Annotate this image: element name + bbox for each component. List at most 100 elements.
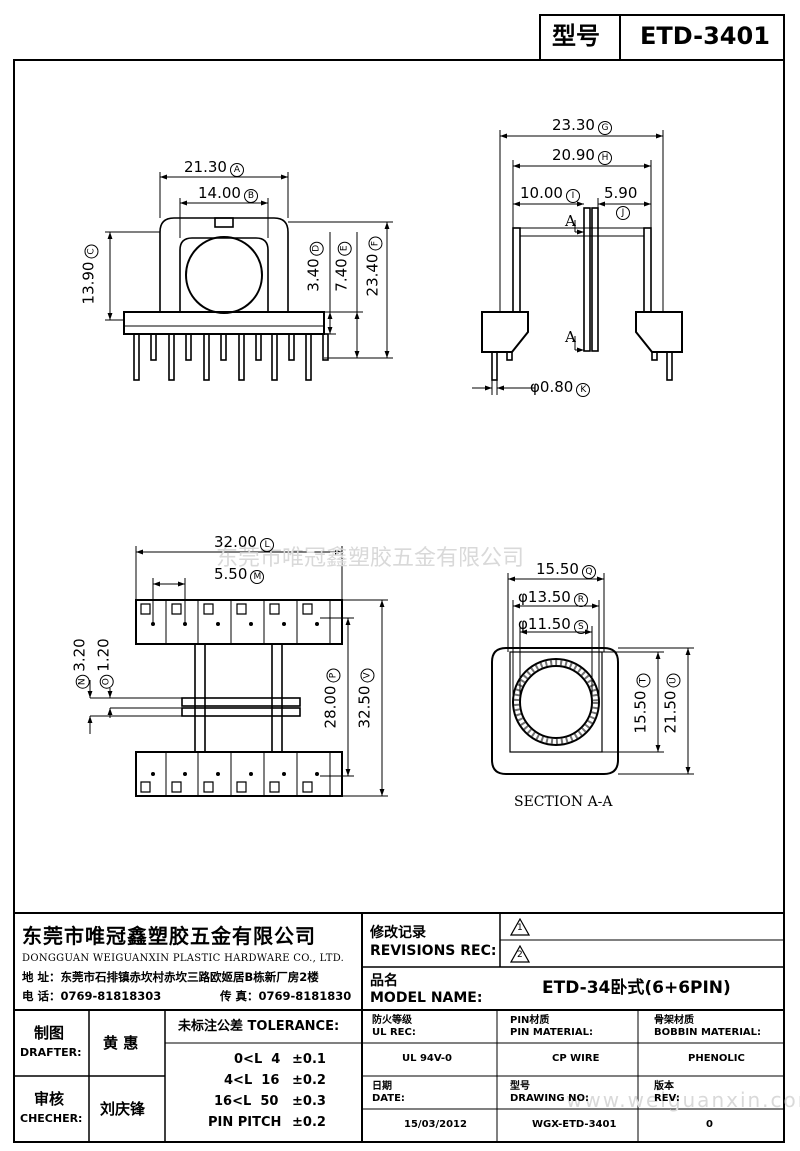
revision-triangle-icon (509, 917, 531, 936)
model-number: ETD-3401 (640, 22, 770, 50)
dim-t-tag: T (636, 673, 651, 688)
bobbin-material-value: PHENOLIC (688, 1053, 745, 1064)
dim-a-tag: A (229, 163, 244, 177)
side-dimensions (472, 130, 664, 395)
dim-u: 21.50U (661, 673, 681, 733)
dim-p-tag: P (326, 668, 341, 683)
top-dimensions (87, 546, 388, 797)
dim-m-tag: M (250, 570, 265, 584)
dim-q-tag: Q (581, 565, 596, 579)
drawing-no-label-en: DRAWING NO: (510, 1093, 589, 1104)
title-block-grid (14, 913, 784, 1142)
frame (13, 14, 785, 1143)
checker-label-cn: 审核 (34, 1090, 65, 1108)
company-phone: 电 话：0769-81818303 (22, 989, 162, 1003)
revision-mark-1: 1 (509, 917, 531, 936)
top-view (135, 599, 343, 797)
revision-mark-2-number: 2 (517, 950, 523, 960)
company-name-cn: 东莞市唯冠鑫塑胶五金有限公司 (22, 924, 316, 948)
dim-c-tag: C (84, 244, 99, 259)
dim-r-tag: R (573, 593, 588, 607)
dim-t: 15.50T (631, 673, 651, 733)
dim-o-tag: O (99, 674, 114, 689)
date-label-en: DATE: (372, 1093, 405, 1104)
side-view (481, 207, 683, 381)
pin-material-label-en: PIN MATERIAL: (510, 1027, 593, 1038)
section-dimensions (507, 573, 694, 775)
dim-j: 5.90 (604, 184, 638, 202)
rev-value: 0 (706, 1119, 713, 1130)
dim-c: 13.90C (79, 244, 99, 304)
dim-i-tag: I (565, 189, 580, 203)
front-view (123, 217, 329, 381)
tolerance-title: 未标注公差 TOLERANCE: (178, 1019, 340, 1034)
dim-e: 7.40E (333, 241, 352, 292)
front-dimensions (105, 172, 393, 359)
dim-u-tag: U (666, 673, 681, 688)
ul-value: UL 94V-0 (402, 1053, 453, 1064)
date-label-cn: 日期 (372, 1081, 392, 1092)
dim-f-tag: F (368, 236, 383, 251)
date-value: 15/03/2012 (404, 1119, 467, 1130)
dim-v-tag: V (360, 668, 375, 683)
tolerance-range-2: 4<L 16 (224, 1073, 280, 1088)
bobbin-material-label-cn: 骨架材质 (654, 1015, 694, 1026)
model-name-value: ETD-34卧式(6+6PIN) (542, 978, 731, 998)
ul-label-en: UL REC: (372, 1027, 416, 1038)
rev-label-en: REV: (654, 1093, 680, 1104)
dim-o: O1.20 (95, 638, 114, 689)
company-fax: 传 真：0769-8181830 (220, 989, 352, 1003)
model-name-label-cn: 品名 (370, 973, 398, 989)
revision-mark-2: 2 (509, 944, 531, 963)
revisions-label-cn: 修改记录 (370, 925, 426, 941)
dim-d-tag: D (309, 241, 324, 256)
dim-l-tag: L (259, 538, 274, 552)
revisions-label-en: REVISIONS REC: (370, 943, 497, 959)
drawing-no-value: WGX-ETD-3401 (532, 1119, 617, 1130)
tolerance-value-1: ±0.1 (292, 1052, 326, 1067)
dim-h-tag: H (597, 151, 612, 165)
dim-f: 23.40F (363, 236, 383, 296)
revision-triangle-icon (509, 944, 531, 963)
drafter-label-cn: 制图 (34, 1024, 65, 1042)
tolerance-value-3: ±0.3 (292, 1094, 326, 1109)
dim-j-tag: J (616, 206, 630, 220)
tolerance-value-4: ±0.2 (292, 1115, 326, 1130)
rev-label-cn: 版本 (654, 1081, 674, 1092)
section-caption: SECTION A-A (514, 794, 613, 810)
checker-name: 刘庆锋 (100, 1100, 146, 1118)
ul-label-cn: 防火等级 (372, 1015, 412, 1026)
tolerance-value-2: ±0.2 (292, 1073, 326, 1088)
dim-d: 3.40D (305, 241, 324, 292)
company-name-en: DONGGUAN WEIGUANXIN PLASTIC HARDWARE CO.… (22, 953, 345, 964)
drafter-name: 黄 惠 (103, 1034, 139, 1052)
tolerance-range-4: PIN PITCH (208, 1115, 282, 1130)
dim-e-tag: E (337, 241, 352, 256)
dim-g-tag: G (597, 121, 612, 135)
section-mark-top: A (565, 212, 576, 230)
bobbin-material-label-en: BOBBIN MATERIAL: (654, 1027, 762, 1038)
drawing-no-label-cn: 型号 (510, 1081, 530, 1092)
pin-material-value: CP WIRE (552, 1053, 600, 1064)
drafter-label-en: DRAFTER: (20, 1046, 82, 1059)
dim-s-tag: S (573, 620, 588, 634)
model-name-label-en: MODEL NAME: (370, 990, 483, 1006)
pin-material-label-cn: PIN材质 (510, 1015, 550, 1026)
checker-label-en: CHECHER: (20, 1112, 83, 1125)
dim-p: 28.00P (321, 668, 341, 728)
dim-n-tag: N (75, 674, 90, 689)
company-address: 地 址：东莞市石排镇赤坎村赤坎三路欧姬居B栋新厂房2楼 (22, 970, 319, 984)
dim-b-tag: B (243, 189, 258, 203)
